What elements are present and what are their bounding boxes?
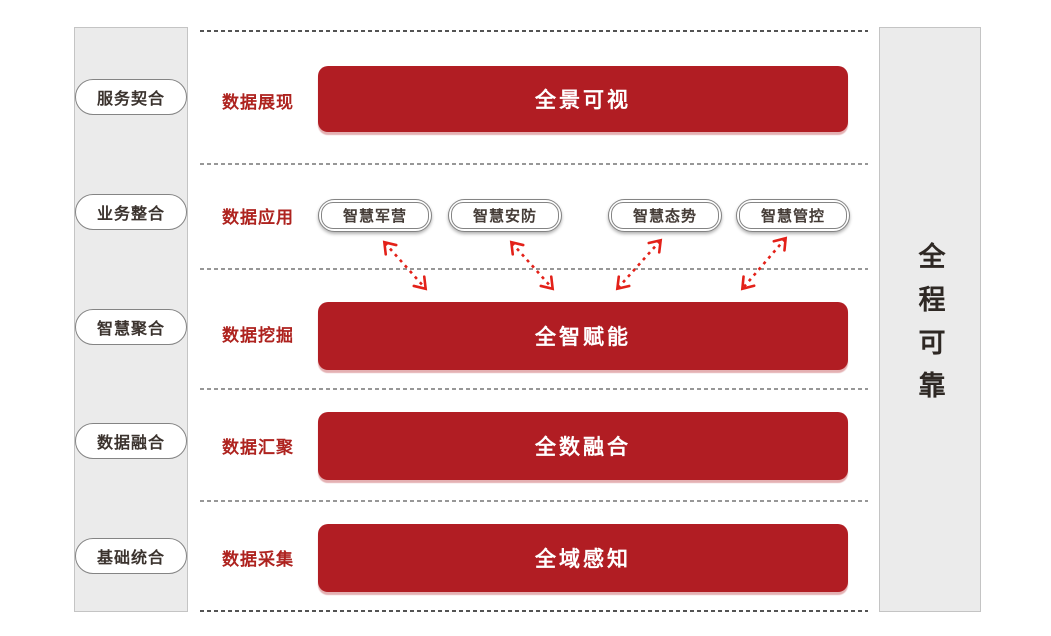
capability-pill: 智慧聚合 — [75, 308, 187, 345]
layer-bar: 全景可视 — [318, 66, 848, 132]
separator-line — [200, 163, 868, 165]
application-pill-label: 智慧军营 — [321, 202, 429, 229]
separator-line — [200, 610, 868, 612]
application-pill: 智慧军营 — [318, 199, 432, 232]
row-label: 数据挖掘 — [222, 326, 294, 345]
connection-arrows — [382, 236, 788, 291]
layer-bar: 全数融合 — [318, 412, 848, 480]
assurance-vertical-label: 全程可靠 — [914, 241, 945, 414]
row-label: 数据采集 — [222, 550, 294, 569]
row-label: 数据应用 — [222, 208, 294, 227]
left-sidebar: 服务契合 业务整合 智慧聚合 数据融合 基础统合 — [74, 27, 188, 612]
capability-pill: 数据融合 — [75, 423, 187, 460]
separator-line — [200, 388, 868, 390]
application-pill-label: 智慧安防 — [451, 202, 559, 229]
row-label: 数据汇聚 — [222, 438, 294, 457]
layer-bar: 全智赋能 — [318, 302, 848, 370]
application-pill: 智慧管控 — [736, 199, 850, 232]
separator-line — [200, 30, 868, 32]
application-pill: 智慧态势 — [608, 199, 722, 232]
capability-pill: 服务契合 — [75, 79, 187, 115]
capability-pill: 基础统合 — [75, 538, 187, 574]
capability-pill: 业务整合 — [75, 193, 187, 230]
row-label: 数据展现 — [222, 93, 294, 112]
separator-line — [200, 500, 868, 502]
double-arrow — [382, 236, 788, 291]
right-sidebar: 全程可靠 — [879, 27, 981, 612]
layer-bar: 全域感知 — [318, 524, 848, 592]
application-pill-label: 智慧态势 — [611, 202, 719, 229]
application-pill-label: 智慧管控 — [739, 202, 847, 229]
application-pill: 智慧安防 — [448, 199, 562, 232]
